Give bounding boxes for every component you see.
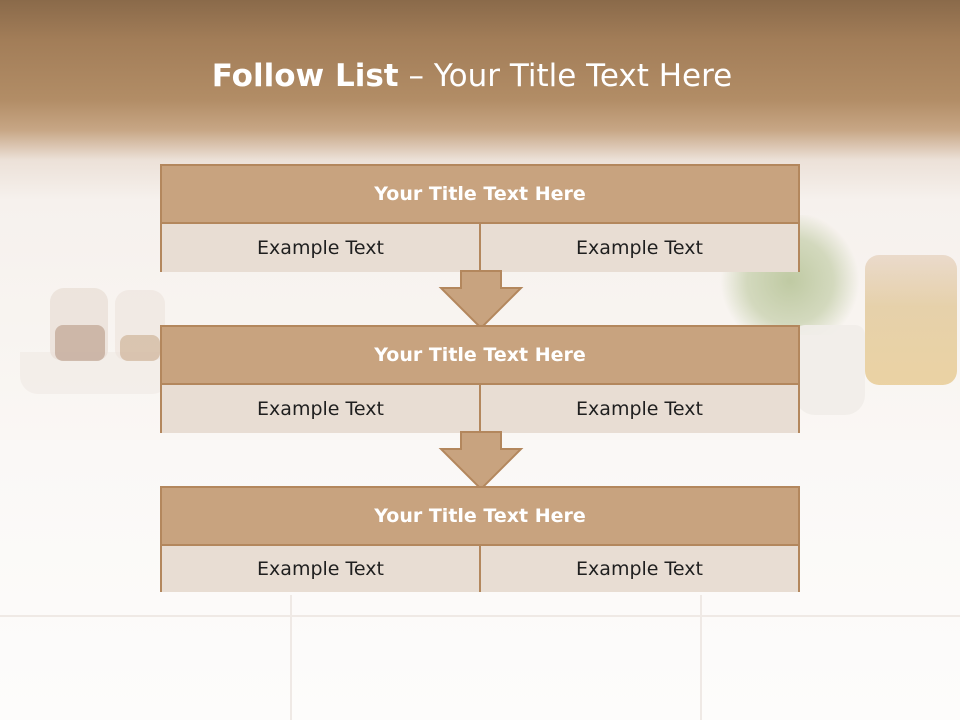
step-title-2: Your Title Text Here [162,327,798,385]
step-cell-left-2: Example Text [162,385,481,433]
step-title-3: Your Title Text Here [162,488,798,546]
floor-tile-line [700,595,702,720]
step-box-2: Your Title Text Here Example Text Exampl… [160,325,800,433]
step-row-1: Example Text Example Text [162,224,798,272]
decorative-jar-contents [55,325,105,361]
step-box-1: Your Title Text Here Example Text Exampl… [160,164,800,272]
step-box-3: Your Title Text Here Example Text Exampl… [160,486,800,592]
decorative-jar-contents [120,335,160,361]
down-arrow-icon [438,431,524,491]
step-cell-right-2: Example Text [481,385,798,433]
slide-title-rest: – Your Title Text Here [398,58,733,94]
step-title-1: Your Title Text Here [162,166,798,224]
decorative-pot [795,325,865,415]
down-arrow-icon [438,270,524,330]
decorative-spice-jar [865,255,957,385]
slide-title-bold: Follow List [211,58,399,94]
step-row-2: Example Text Example Text [162,385,798,433]
slide-title: Follow List – Your Title Text Here [0,56,944,96]
step-cell-right-1: Example Text [481,224,798,272]
step-row-3: Example Text Example Text [162,546,798,592]
floor-tile-line [290,595,292,720]
step-cell-left-1: Example Text [162,224,481,272]
step-cell-right-3: Example Text [481,546,798,592]
step-cell-left-3: Example Text [162,546,481,592]
floor-tile-line [0,615,960,617]
